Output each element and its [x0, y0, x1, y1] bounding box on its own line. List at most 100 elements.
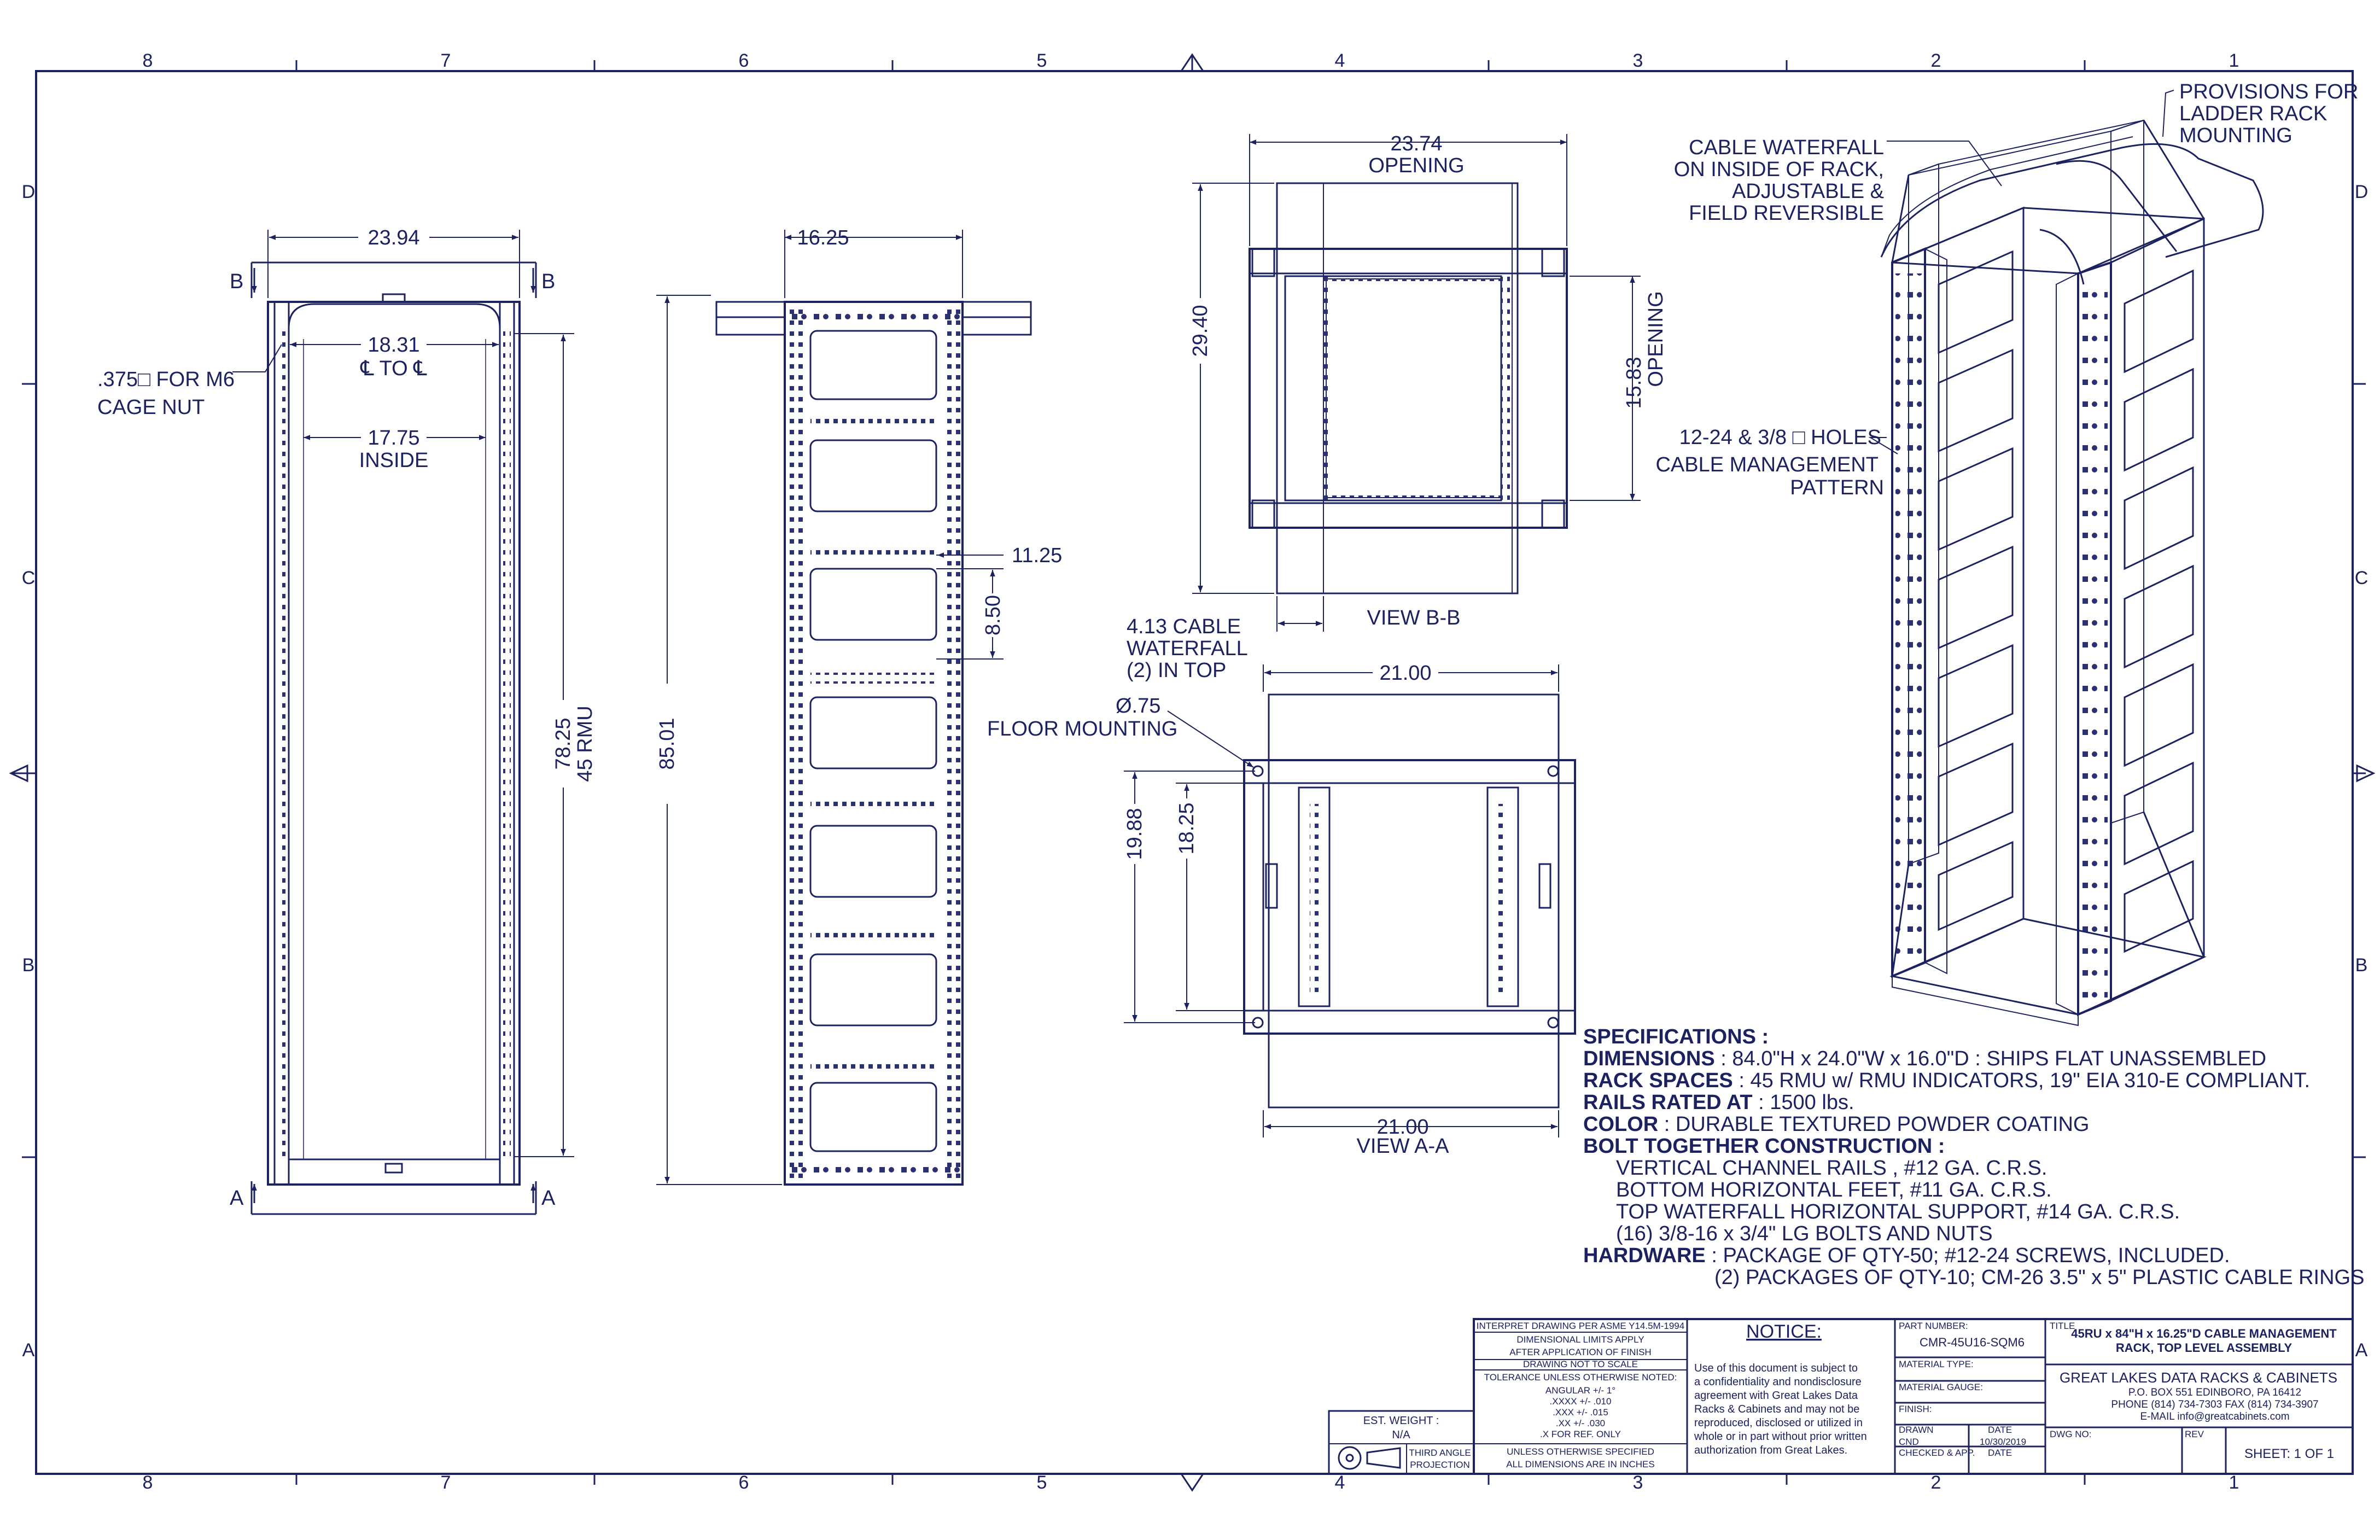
dim-rail-centers-sub: ℄ TO ℄ [360, 357, 427, 380]
date-label: DATE [1988, 1425, 2012, 1435]
row-label: A [2355, 1340, 2368, 1361]
tb-tolerance: TOLERANCE UNLESS OTHERWISE NOTED: [1484, 1372, 1677, 1382]
hole-size: Ø.75 [1116, 695, 1160, 718]
section-marker-b: B [541, 270, 555, 293]
specifications-block: SPECIFICATIONS : DIMENSIONS : 84.0"H x 2… [1583, 1025, 2364, 1289]
spec-key: RAILS RATED AT [1583, 1091, 1753, 1114]
dim-aa-outer-depth: 19.88 [1123, 808, 1146, 860]
rev-label: REV [2185, 1429, 2204, 1439]
notice-line: authorization from Great Lakes. [1694, 1444, 1847, 1456]
checked-label: CHECKED & APP. [1899, 1448, 1975, 1458]
waterfall-iso-note: CABLE WATERFALL [1689, 136, 1884, 159]
tb-xx: .XX +/- .030 [1556, 1418, 1605, 1428]
dim-bb-depth: 29.40 [1189, 305, 1212, 357]
ladder-note: LADDER RACK [2179, 102, 2327, 125]
spec-key: DIMENSIONS [1583, 1047, 1715, 1070]
tb-interpret: INTERPRET DRAWING PER ASME Y14.5M-1994 [1477, 1321, 1684, 1331]
tb-inches: ALL DIMENSIONS ARE IN INCHES [1506, 1459, 1654, 1469]
spec-bolt-item: TOP WATERFALL HORIZONTAL SUPPORT, #14 GA… [1616, 1200, 2180, 1223]
notice-title: NOTICE: [1746, 1321, 1822, 1342]
row-label: D [2355, 182, 2369, 202]
front-view [232, 230, 574, 1215]
notice-line: reproduced, disclosed or utilized in [1694, 1417, 1863, 1429]
dim-cutout-width: 11.25 [1012, 544, 1062, 567]
svg-text:RAILS RATED AT : 1500 lbs.: RAILS RATED AT : 1500 lbs. [1583, 1091, 1854, 1114]
est-weight-value: N/A [1392, 1429, 1410, 1441]
dim-side-depth: 16.25 [797, 226, 849, 249]
col-label: 6 [739, 50, 749, 71]
part-number: CMR-45U16-SQM6 [1920, 1335, 2025, 1349]
holes-note: CABLE MANAGEMENT [1655, 453, 1879, 476]
drawing-border [9, 53, 2376, 1492]
waterfall-iso-note: FIELD REVERSIBLE [1689, 202, 1884, 225]
company-name: GREAT LAKES DATA RACKS & CABINETS [2060, 1369, 2337, 1386]
svg-text:RACK SPACES : 45 RMU w/ RMU IN: RACK SPACES : 45 RMU w/ RMU INDICATORS, … [1583, 1069, 2310, 1092]
third-angle-label: THIRD ANGLE [1409, 1448, 1471, 1458]
notice-line: agreement with Great Lakes Data [1694, 1390, 1858, 1402]
spec-key: RACK SPACES [1583, 1069, 1733, 1092]
inside-label: INSIDE [359, 449, 429, 472]
col-label: 1 [2229, 50, 2239, 71]
svg-text:DIMENSIONS : 84.0"H x 24.0"W x: DIMENSIONS : 84.0"H x 24.0"W x 16.0"D : … [1583, 1047, 2266, 1070]
col-label: 5 [1037, 1472, 1047, 1493]
dim-rail-rmu: 45 RMU [574, 705, 597, 781]
title-block [1328, 1318, 2354, 1475]
col-label: 2 [1931, 50, 1941, 71]
spec-value: : PACKAGE OF QTY-50; #12-24 SCREWS, INCL… [1706, 1244, 2230, 1267]
col-label: 8 [143, 1472, 153, 1493]
spec-bolt-heading: BOLT TOGETHER CONSTRUCTION : [1583, 1135, 1945, 1158]
tb-dim-limits: DIMENSIONAL LIMITS APPLY [1516, 1334, 1644, 1345]
drawn-label: DRAWN [1899, 1425, 1934, 1435]
dim-rail-height: 78.25 [552, 718, 575, 769]
opening-label: OPENING [1368, 154, 1464, 177]
row-label: C [2355, 568, 2369, 588]
side-view [656, 230, 1032, 1186]
dim-overall-height: 85.01 [656, 718, 679, 769]
col-label: 7 [441, 1472, 451, 1493]
third-angle-label: PROJECTION [1410, 1460, 1470, 1470]
spec-key: COLOR [1583, 1113, 1658, 1136]
tb-xxx: .XXX +/- .015 [1553, 1407, 1608, 1418]
view-aa [1124, 664, 1576, 1138]
cage-nut-note: .375□ FOR M6 [97, 368, 235, 391]
cage-nut-note: CAGE NUT [97, 396, 205, 419]
company-email: E-MAIL info@greatcabinets.com [2140, 1411, 2289, 1422]
title-label: TITLE [2050, 1321, 2075, 1331]
svg-text:COLOR : DURABLE TEXTURED POWDE: COLOR : DURABLE TEXTURED POWDER COATING [1583, 1113, 2089, 1136]
date-label: DATE [1988, 1448, 2012, 1458]
spec-value: : 84.0"H x 24.0"W x 16.0"D : SHIPS FLAT … [1715, 1047, 2266, 1070]
dim-aa-bottom-width: 21.00 [1376, 1116, 1428, 1139]
sheet-number: SHEET: 1 OF 1 [2244, 1446, 2334, 1461]
dim-aa-top-width: 21.00 [1379, 662, 1431, 685]
notice-line: a confidentiality and nondisclosure [1694, 1376, 1862, 1388]
spec-value: : DURABLE TEXTURED POWDER COATING [1658, 1113, 2089, 1136]
dim-inside-width: 17.75 [368, 427, 419, 450]
col-label: 4 [1335, 1472, 1345, 1493]
spec-value: : 1500 lbs. [1753, 1091, 1854, 1114]
opening-depth-label: OPENING [1644, 291, 1667, 387]
tb-xxxx: .XXXX +/- .010 [1550, 1396, 1612, 1407]
drawing-title: 45RU x 84"H x 16.25"D CABLE MANAGEMENT [2071, 1327, 2337, 1340]
dim-aa-inner-depth: 18.25 [1175, 802, 1198, 854]
ladder-note: MOUNTING [2179, 124, 2292, 147]
row-label: C [22, 568, 36, 588]
section-marker-a: A [541, 1187, 556, 1210]
dim-rail-centers: 18.31 [368, 334, 419, 357]
material-gauge-label: MATERIAL GAUGE: [1899, 1382, 1983, 1392]
drawing-title: RACK, TOP LEVEL ASSEMBLY [2116, 1341, 2292, 1355]
col-label: 3 [1633, 1472, 1643, 1493]
dim-opening-width: 23.74 [1390, 132, 1442, 155]
section-marker-b: B [230, 270, 243, 293]
part-number-label: PART NUMBER: [1899, 1321, 1968, 1331]
holes-note: 12-24 & 3/8 □ HOLES [1679, 426, 1881, 449]
company-phone: PHONE (814) 734-7303 FAX (814) 734-3907 [2111, 1399, 2318, 1410]
section-marker-a: A [230, 1187, 244, 1210]
spec-bolt-item: BOTTOM HORIZONTAL FEET, #11 GA. C.R.S. [1616, 1179, 2052, 1201]
spec-value: (2) PACKAGES OF QTY-10; CM-26 3.5" x 5" … [1714, 1266, 2364, 1289]
view-aa-caption: VIEW A-A [1357, 1135, 1450, 1158]
isometric-rack [1868, 90, 2264, 1026]
col-label: 4 [1335, 50, 1345, 71]
tb-unless: UNLESS OTHERWISE SPECIFIED [1507, 1446, 1654, 1457]
tb-no-scale: DRAWING NOT TO SCALE [1523, 1359, 1638, 1369]
spec-bolt-item: VERTICAL CHANNEL RAILS , #12 GA. C.R.S. [1616, 1157, 2047, 1180]
